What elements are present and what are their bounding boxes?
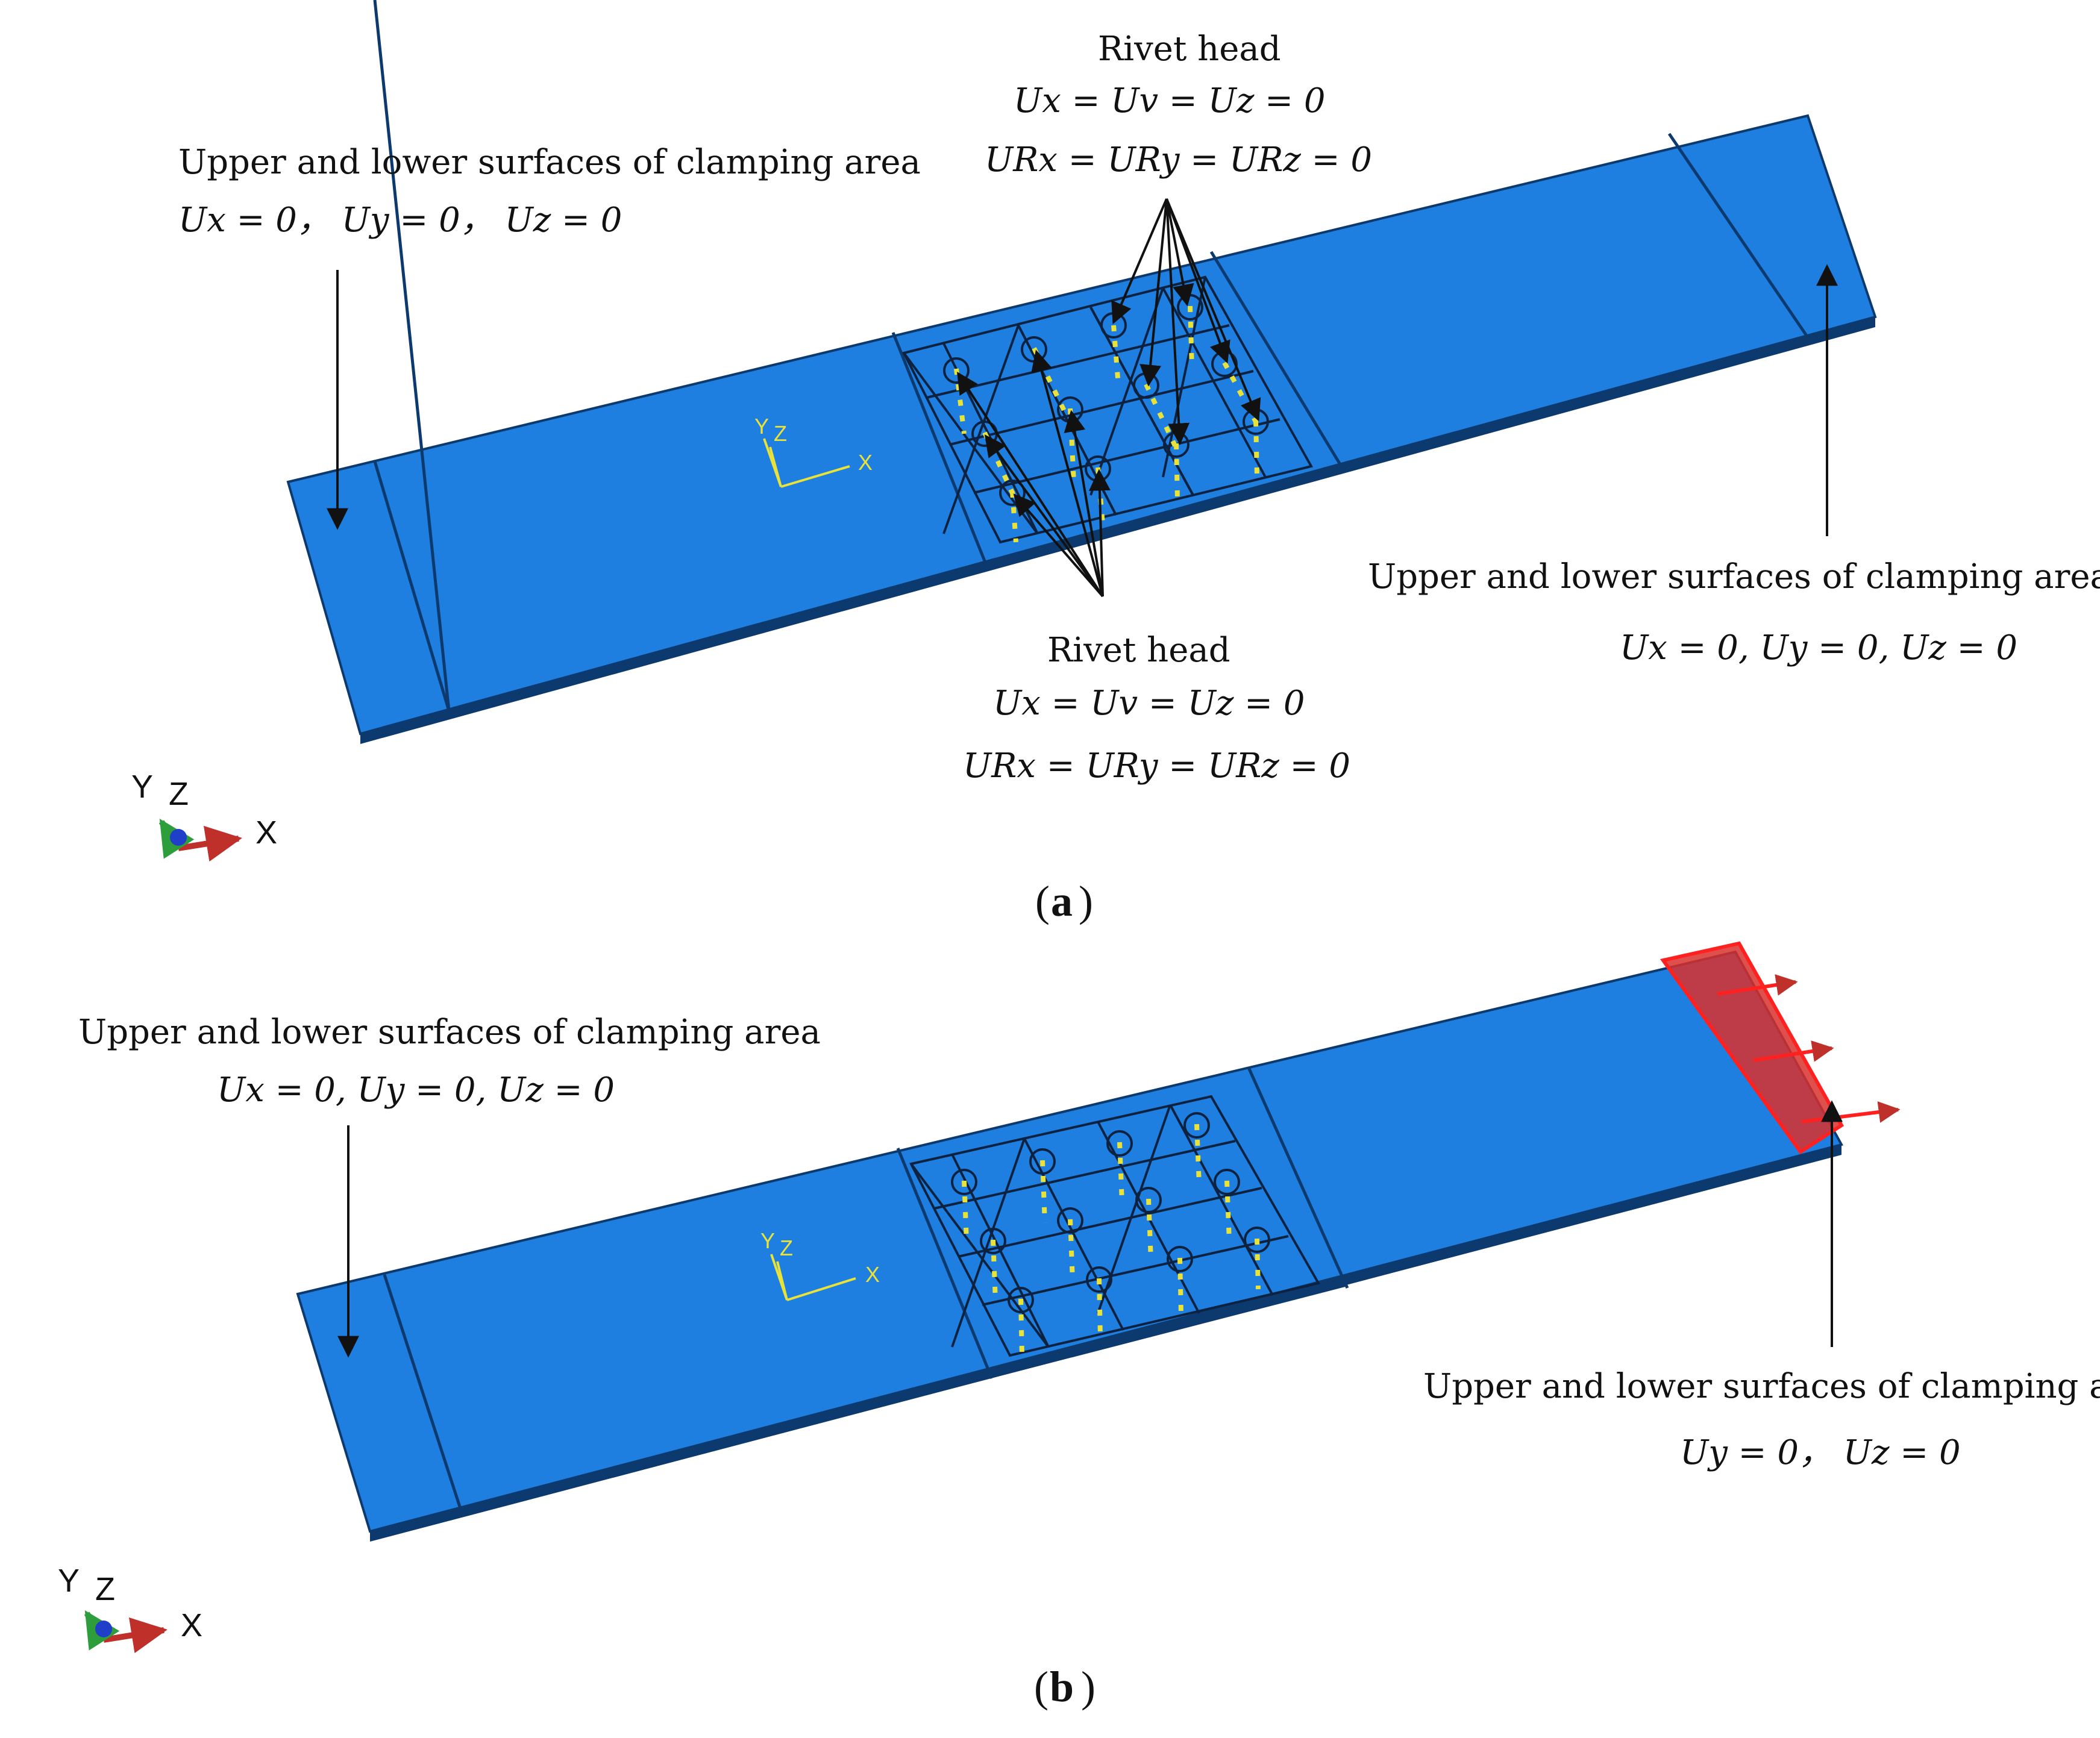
local-axis-z: Z bbox=[774, 421, 787, 446]
global-triad-a bbox=[158, 818, 242, 862]
label-left-clamp-bc: Ux = 0， Uy = 0， Uz = 0 bbox=[178, 201, 622, 240]
triad-b-z: Z bbox=[95, 1571, 115, 1607]
local-axis-b-z: Z bbox=[780, 1236, 793, 1260]
rivet-heads-b bbox=[951, 1112, 1270, 1313]
label-rivet-top-title: Rivet head bbox=[1098, 30, 1281, 69]
local-axis-b-y: Y bbox=[760, 1228, 775, 1253]
rivet-dots-a bbox=[954, 305, 1259, 543]
triad-a-y: Y bbox=[131, 769, 153, 805]
label-rivet-bottom-bc1: Ux = Uv = Uz = 0 bbox=[993, 684, 1305, 723]
triad-b-y: Y bbox=[58, 1563, 80, 1599]
local-axis-y: Y bbox=[754, 414, 769, 439]
caption-b-close: ) bbox=[1081, 1663, 1095, 1711]
label-rivet-top-bc1: Ux = Uv = Uz = 0 bbox=[1014, 81, 1326, 120]
local-axis-b-x: X bbox=[865, 1262, 880, 1287]
caption-b: b bbox=[1050, 1663, 1074, 1711]
plate-b bbox=[296, 950, 1843, 1533]
label-b-left-clamp-title: Upper and lower surfaces of clamping are… bbox=[78, 1013, 821, 1052]
local-axes-a bbox=[763, 438, 850, 488]
rivet-dots-b bbox=[962, 1124, 1261, 1356]
triad-a-z: Z bbox=[169, 776, 189, 812]
local-axes-b bbox=[770, 1254, 856, 1301]
caption-a-open: ( bbox=[1035, 877, 1050, 925]
panel-a: Y Z X Upper and lower surfaces of clampi… bbox=[131, 0, 2100, 925]
panel-b: Y Z X Upper and lower surfaces of clampi… bbox=[58, 941, 2100, 1711]
caption-b-open: ( bbox=[1034, 1663, 1048, 1711]
label-b-left-clamp-bc: Ux = 0, Uy = 0, Uz = 0 bbox=[217, 1071, 615, 1110]
caption-a-close: ) bbox=[1079, 877, 1093, 925]
label-b-right-clamp-title: Upper and lower surfaces of clamping are… bbox=[1423, 1367, 2100, 1406]
load-region bbox=[1660, 941, 1844, 1155]
caption-a: a bbox=[1051, 877, 1073, 925]
load-arrows bbox=[1717, 974, 1901, 1124]
global-triad-b bbox=[84, 1610, 168, 1654]
triad-b-x: X bbox=[181, 1607, 202, 1643]
label-b-right-clamp-bc: Uy = 0， Uz = 0 bbox=[1680, 1433, 1961, 1472]
label-left-clamp-title: Upper and lower surfaces of clamping are… bbox=[178, 143, 921, 182]
label-rivet-bottom-title: Rivet head bbox=[1047, 631, 1230, 670]
arrows-rivet-bottom bbox=[957, 349, 1111, 598]
label-rivet-bottom-bc2: URx = URy = URz = 0 bbox=[963, 746, 1350, 786]
label-right-clamp-bc: Ux = 0, Uy = 0, Uz = 0 bbox=[1620, 628, 2017, 667]
label-rivet-top-bc2: URx = URy = URz = 0 bbox=[985, 140, 1372, 180]
triad-a-x: X bbox=[255, 814, 277, 851]
left-clamp-line bbox=[373, 0, 451, 711]
label-right-clamp-title: Upper and lower surfaces of clamping are… bbox=[1368, 557, 2100, 596]
local-axis-x: X bbox=[858, 450, 873, 475]
arrows-rivet-top bbox=[1111, 198, 1261, 445]
right-clamp-line bbox=[1667, 133, 1810, 339]
